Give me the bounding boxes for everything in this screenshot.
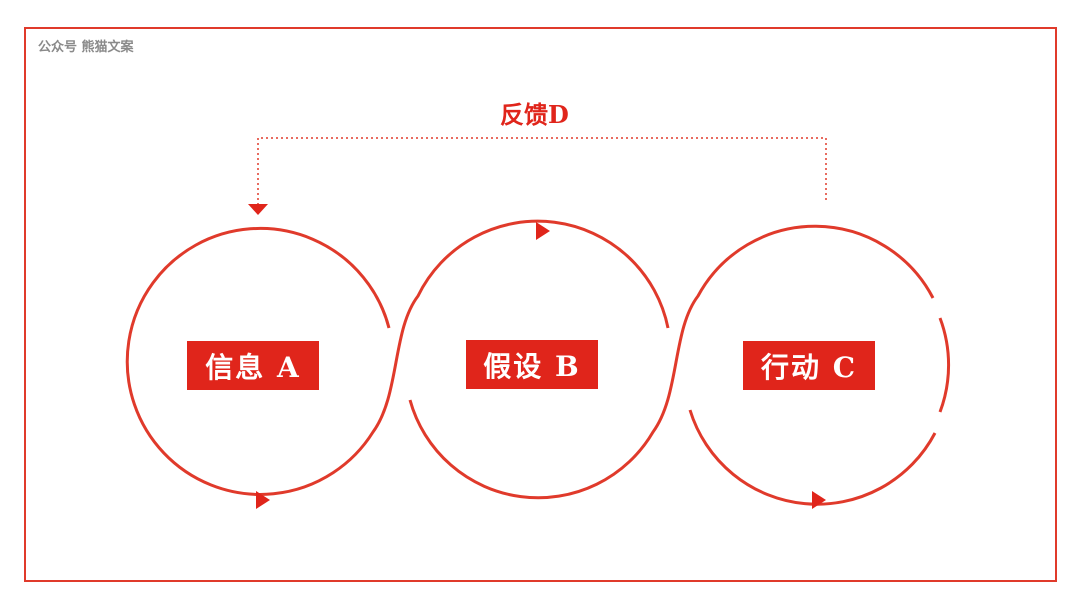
watermark: 公众号 熊猫文案: [38, 40, 134, 55]
node-b: 假设 B: [466, 340, 598, 389]
loop-c-bottom: [688, 409, 937, 506]
arrow-a-icon: [256, 491, 270, 509]
loop-a-b: [125, 219, 670, 496]
feedback-label: 反馈D: [500, 100, 569, 129]
arrow-c-icon: [812, 491, 826, 509]
node-c: 行动 C: [743, 341, 875, 390]
arrow-b-icon: [536, 222, 550, 240]
loop-c-right: [938, 317, 951, 413]
node-a: 信息 A: [187, 341, 319, 390]
feedback-line: [257, 137, 827, 205]
feedback-arrow-icon: [248, 204, 268, 215]
border-frame: [24, 27, 1057, 582]
loop-b-c: [408, 224, 935, 500]
